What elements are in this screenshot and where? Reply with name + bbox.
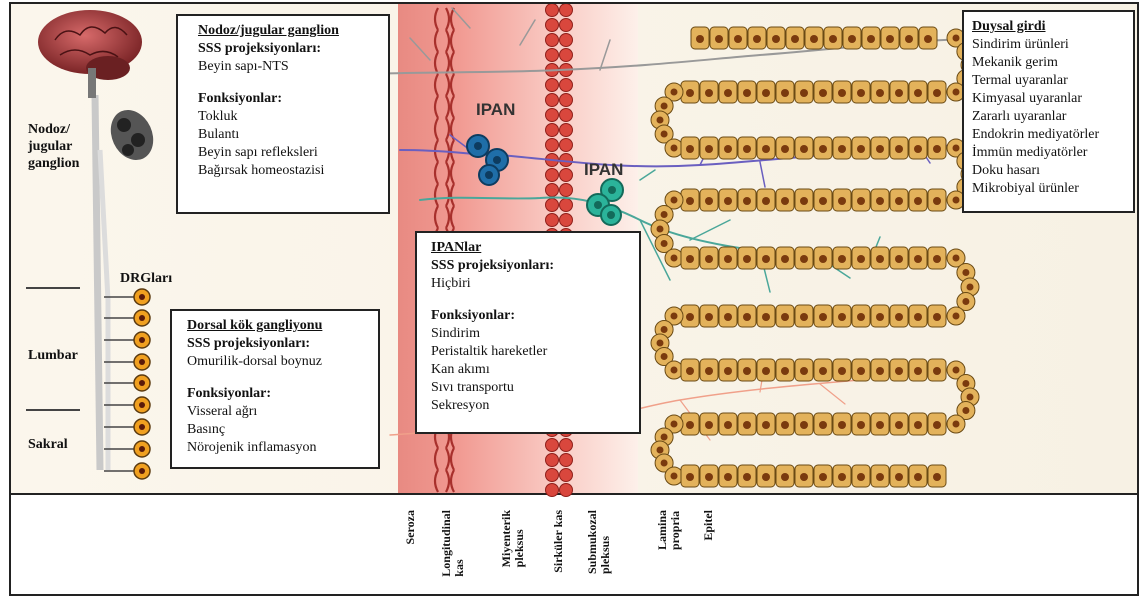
nodoz-function-item: Bulantı [198, 126, 388, 144]
dorsal-sss-value: Omurilik-dorsal boynuz [187, 353, 378, 371]
lumbar-label: Lumbar [28, 347, 78, 364]
dorsal-func-heading: Fonksiyonlar: [187, 385, 378, 403]
layer-label-longitudinal: Longitudinalkas [440, 510, 466, 577]
sensory-item: Endokrin mediyatörler [972, 126, 1133, 144]
layer-label-line: pleksus [512, 529, 526, 567]
layer-label-miyenterik: Miyenterikpleksus [500, 510, 526, 567]
ipan-function-item: Kan akımı [431, 361, 639, 379]
layer-label-line: Seroza [403, 510, 417, 544]
layer-label-line: pleksus [598, 536, 612, 574]
nodoz-ganglion-box: Nodoz/jugular ganglion SSS projeksiyonla… [176, 14, 390, 214]
layer-label-line: Sirküler kas [551, 510, 565, 573]
nodoz-label-line: ganglion [28, 155, 79, 172]
ipan-label-teal: IPAN [584, 160, 623, 180]
layer-label-line: Submukozal [585, 510, 599, 574]
sensory-box-title: Duysal girdi [972, 18, 1133, 36]
layer-label-line: kas [452, 559, 466, 576]
sensory-item: İmmün mediyatörler [972, 144, 1133, 162]
nodoz-label-line: jugular [28, 138, 79, 155]
sensory-item: Zararlı uyaranlar [972, 108, 1133, 126]
dorsal-root-ganglion-box: Dorsal kök gangliyonu SSS projeksiyonlar… [170, 309, 380, 469]
nodoz-label-line: Nodoz/ [28, 121, 79, 138]
sakral-label: Sakral [28, 436, 68, 453]
ipan-box-title: IPANlar [431, 239, 639, 257]
dorsal-function-item: Nörojenik inflamasyon [187, 439, 378, 457]
ipan-function-item: Peristaltik hareketler [431, 343, 639, 361]
layer-label-line: Epitel [701, 510, 715, 541]
layer-label-epitel: Epitel [702, 510, 715, 541]
sensory-item: Sindirim ürünleri [972, 36, 1133, 54]
layer-label-line: Miyenterik [499, 510, 513, 567]
nodoz-function-item: Beyin sapı refleksleri [198, 144, 388, 162]
sensory-item: Termal uyaranlar [972, 72, 1133, 90]
dorsal-function-item: Visseral ağrı [187, 403, 378, 421]
ipan-label-blue: IPAN [476, 100, 515, 120]
nodoz-box-title: Nodoz/jugular ganglion [198, 22, 388, 40]
layer-label-line: Longitudinal [439, 510, 453, 577]
nodoz-function-item: Bağırsak homeostazisi [198, 162, 388, 180]
nodoz-function-item: Tokluk [198, 108, 388, 126]
sensory-item: Mekanik gerim [972, 54, 1133, 72]
layer-label-line: propria [668, 511, 682, 550]
layer-label-submukozal: Submukozalpleksus [586, 510, 612, 574]
drg-label: DRGları [120, 270, 172, 287]
layer-label-seroza: Seroza [404, 510, 417, 544]
ipan-function-item: Sindirim [431, 325, 639, 343]
nodoz-sss-heading: SSS projeksiyonları: [198, 40, 388, 58]
dorsal-box-title: Dorsal kök gangliyonu [187, 317, 378, 335]
ipan-func-heading: Fonksiyonlar: [431, 307, 639, 325]
layer-label-line: Lamina [655, 510, 669, 550]
dorsal-function-item: Basınç [187, 421, 378, 439]
ipan-sss-value: Hiçbiri [431, 275, 639, 293]
nodoz-func-heading: Fonksiyonlar: [198, 90, 388, 108]
sensory-item: Mikrobiyal ürünler [972, 180, 1133, 198]
sensory-item: Kimyasal uyaranlar [972, 90, 1133, 108]
layer-label-sirkuler: Sirküler kas [552, 510, 565, 573]
sensory-item: Doku hasarı [972, 162, 1133, 180]
sensory-input-box: Duysal girdi Sindirim ürünleri Mekanik g… [962, 10, 1135, 213]
nodoz-side-label: Nodoz/ jugular ganglion [28, 121, 79, 172]
ipan-sss-heading: SSS projeksiyonları: [431, 257, 639, 275]
dorsal-sss-heading: SSS projeksiyonları: [187, 335, 378, 353]
ipan-function-item: Sıvı transportu [431, 379, 639, 397]
ipan-box: IPANlar SSS projeksiyonları: Hiçbiri Fon… [415, 231, 641, 434]
ipan-function-item: Sekresyon [431, 397, 639, 415]
nodoz-sss-value: Beyin sapı-NTS [198, 58, 388, 76]
